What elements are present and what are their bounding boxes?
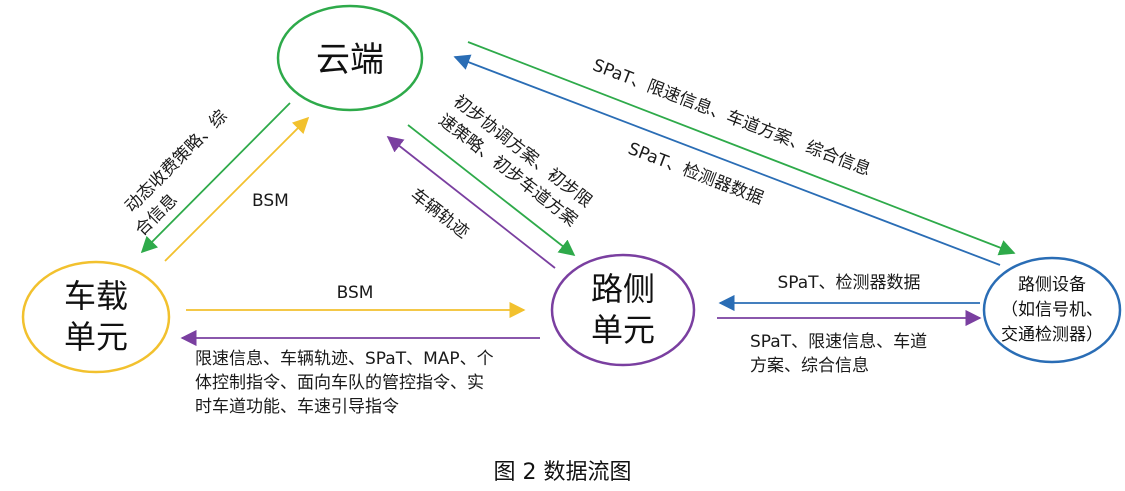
cloud-node-circle (276, 4, 424, 112)
cloud-node: 云端 (276, 4, 424, 112)
label-vehicle-to-roadside-unit: BSM (337, 283, 374, 303)
label-roadside-unit-to-cloud-text: 车辆轨迹 (406, 185, 472, 243)
label-cloud-to-roadside-device-text: SPaT、限速信息、车道方案、综合信息 (590, 56, 874, 181)
label-roadside-unit-to-vehicle: 限速信息、车辆轨迹、SPaT、MAP、个 体控制指令、面向车队的管控指令、实 时… (195, 349, 494, 417)
label-roadside-unit-to-cloud: 车辆轨迹 (406, 185, 472, 243)
label-roadside-unit-to-vehicle-line3: 时车道功能、车速引导指令 (195, 397, 399, 417)
label-roadside-unit-to-roadside-device: SPaT、限速信息、车道 方案、综合信息 (750, 332, 927, 376)
label-vehicle-to-cloud: BSM (252, 191, 289, 211)
vehicle-unit-label-line1: 车载 (64, 277, 128, 315)
cloud-node-label: 云端 (316, 40, 384, 80)
arrow-cloud-to-roadside-device (467, 41, 1016, 256)
label-roadside-unit-to-vehicle-line2: 体控制指令、面向车队的管控指令、实 (195, 373, 484, 393)
label-cloud-to-vehicle: 动态收费策略、综 合信息 (121, 106, 231, 240)
label-roadside-unit-to-vehicle-line1: 限速信息、车辆轨迹、SPaT、MAP、个 (195, 349, 494, 369)
arrow-vehicle-to-cloud (164, 116, 310, 262)
vehicle-unit-label-line2: 单元 (64, 318, 128, 356)
roadside-device-label-line1: 路侧设备 (1018, 275, 1086, 295)
roadside-device-node-circle (982, 256, 1122, 364)
label-roadside-unit-to-roadside-device-line2: 方案、综合信息 (750, 356, 869, 376)
roadside-unit-label-line2: 单元 (591, 311, 655, 349)
roadside-device-label-line2: （如信号机、 (1001, 300, 1103, 320)
arrow-cloud-to-roadside-unit (407, 124, 576, 256)
vehicle-unit-node-circle (21, 260, 171, 374)
arrow-roadside-unit-to-cloud (386, 136, 556, 269)
roadside-unit-node-circle (550, 253, 696, 367)
roadside-unit-node: 路侧 单元 (550, 253, 696, 367)
roadside-device-node: 路侧设备 （如信号机、 交通检测器） (982, 256, 1122, 364)
vehicle-unit-node: 车载 单元 (21, 260, 171, 374)
roadside-unit-label-line1: 路侧 (591, 270, 655, 308)
label-cloud-to-roadside-device: SPaT、限速信息、车道方案、综合信息 (590, 56, 874, 181)
label-roadside-unit-to-roadside-device-line1: SPaT、限速信息、车道 (750, 332, 927, 352)
figure-caption: 图 2 数据流图 (493, 460, 632, 485)
label-roadside-device-to-roadside-unit: SPaT、检测器数据 (777, 273, 920, 293)
arrow-cloud-to-vehicle (140, 102, 291, 254)
arrow-roadside-device-to-cloud (453, 54, 1001, 266)
roadside-device-label-line3: 交通检测器） (1001, 325, 1103, 345)
